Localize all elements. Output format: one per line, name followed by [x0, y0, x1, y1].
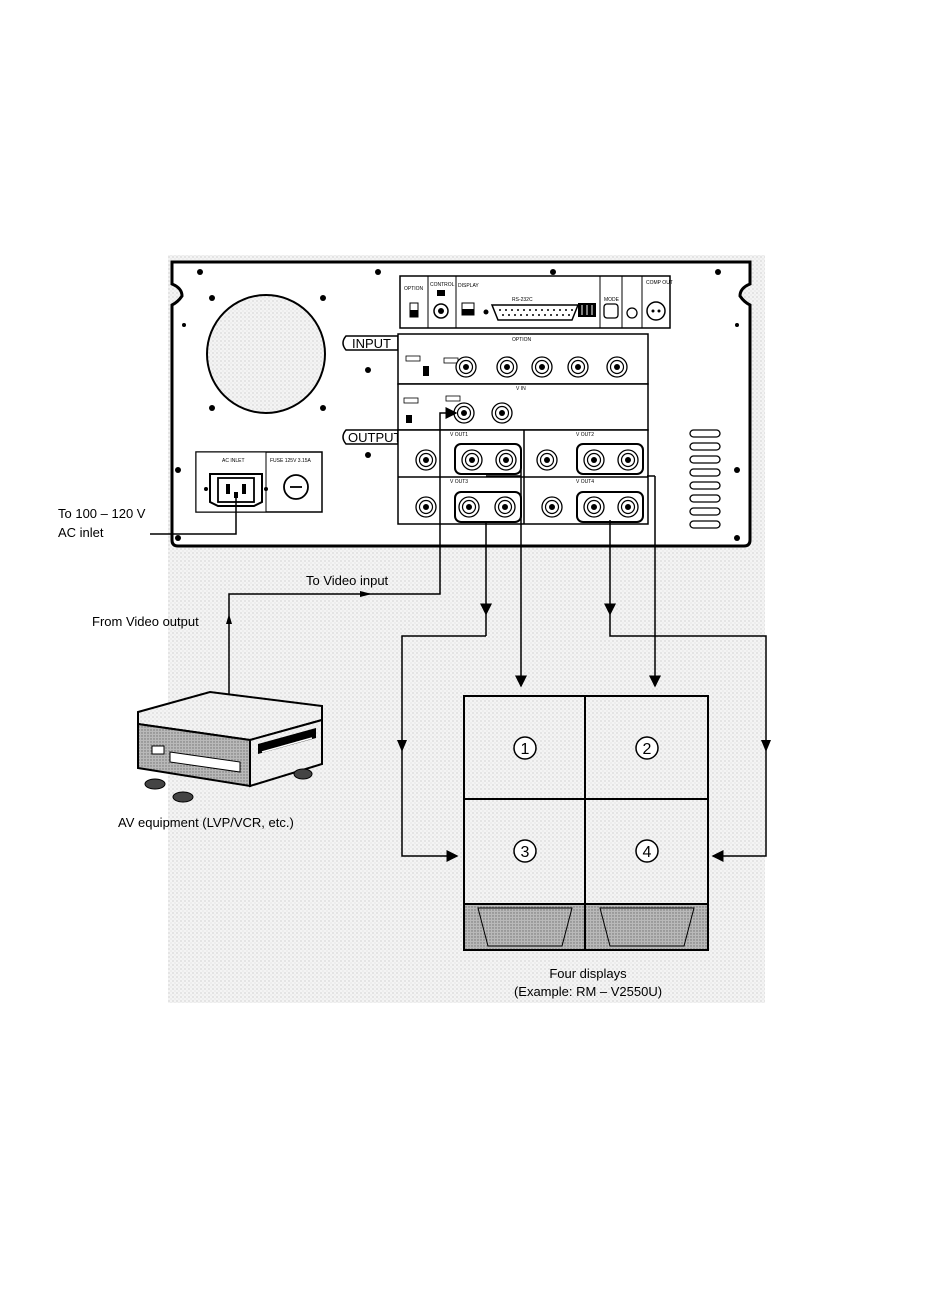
- display-2: 2: [636, 737, 658, 759]
- out4-g-connector[interactable]: [542, 497, 562, 517]
- ac-inlet-note-line1: To 100 – 120 V: [58, 506, 145, 522]
- rs232c-connector[interactable]: [492, 305, 578, 320]
- rear-panel: AC INLET FUSE 125V 3.15A OPTION CONTROL: [172, 262, 750, 546]
- ac-inlet-text: AC INLET: [222, 458, 245, 464]
- display-3: 3: [514, 840, 536, 862]
- v-out2-text: V OUT2: [576, 432, 594, 438]
- display-3-number: 3: [521, 844, 530, 861]
- comp-out-text: COMP OUT: [646, 280, 673, 286]
- display-4: 4: [636, 840, 658, 862]
- input-option-section: OPTION: [398, 334, 648, 384]
- out4-y-connector[interactable]: [584, 497, 604, 517]
- display-4-number: 4: [643, 844, 652, 861]
- option-text: OPTION: [404, 286, 424, 292]
- out2-y-connector[interactable]: [584, 450, 604, 470]
- control-text: CONTROL: [430, 282, 455, 288]
- v-in-section: V IN: [398, 384, 648, 430]
- output-section: V OUT1 V OUT2 V OUT3 V OUT4: [398, 430, 648, 524]
- option-g-connector[interactable]: [456, 357, 476, 377]
- reset-button[interactable]: [627, 308, 637, 318]
- v-out4-text: V OUT4: [576, 479, 594, 485]
- display-1: 1: [514, 737, 536, 759]
- from-video-output-label: From Video output: [92, 614, 199, 630]
- fuse-text: FUSE 125V 3.15A: [270, 458, 312, 464]
- out3-y-connector[interactable]: [459, 497, 479, 517]
- option-r-connector[interactable]: [532, 357, 552, 377]
- v-in-text: V IN: [516, 386, 526, 392]
- out1-g-connector[interactable]: [416, 450, 436, 470]
- out1-y-connector[interactable]: [462, 450, 482, 470]
- fan-grille: [207, 295, 325, 413]
- comp-out-connector[interactable]: [647, 302, 665, 320]
- out4-c-connector[interactable]: [618, 497, 638, 517]
- video-in-c-connector[interactable]: [492, 403, 512, 423]
- out2-c-connector[interactable]: [618, 450, 638, 470]
- ac-inlet-block: AC INLET FUSE 125V 3.15A: [196, 452, 322, 512]
- rs232c-text: RS-232C: [512, 297, 533, 303]
- av-equipment-label: AV equipment (LVP/VCR, etc.): [118, 815, 294, 831]
- four-displays-label: Four displays: [488, 966, 688, 982]
- output-tag: OUTPUT: [343, 430, 402, 445]
- ac-inlet-note-line2: AC inlet: [58, 525, 104, 541]
- input-tag: INPUT: [343, 336, 398, 351]
- option-hvcs-connector[interactable]: [568, 357, 588, 377]
- v-out1-text: V OUT1: [450, 432, 468, 438]
- output-label: OUTPUT: [348, 430, 402, 445]
- four-displays-example-label: (Example: RM – V2550U): [488, 984, 688, 1000]
- four-displays: 1 2 3 4: [464, 696, 708, 950]
- out3-g-connector[interactable]: [416, 497, 436, 517]
- display-1-number: 1: [521, 741, 530, 758]
- video-in-y-connector[interactable]: [454, 403, 474, 423]
- out1-c-connector[interactable]: [496, 450, 516, 470]
- display-text: DISPLAY: [458, 283, 479, 289]
- input-label: INPUT: [352, 336, 391, 351]
- option-b-connector[interactable]: [497, 357, 517, 377]
- mode-switch[interactable]: [604, 304, 618, 318]
- option-section-text: OPTION: [512, 337, 532, 343]
- to-video-input-label: To Video input: [306, 573, 388, 589]
- out3-c-connector[interactable]: [495, 497, 515, 517]
- option-v-connector[interactable]: [607, 357, 627, 377]
- v-out3-text: V OUT3: [450, 479, 468, 485]
- mode-text: MODE: [604, 297, 620, 303]
- out2-g-connector[interactable]: [537, 450, 557, 470]
- display-2-number: 2: [643, 741, 652, 758]
- control-strip: OPTION CONTROL DISPLAY RS-232C MODE COMP…: [400, 276, 673, 328]
